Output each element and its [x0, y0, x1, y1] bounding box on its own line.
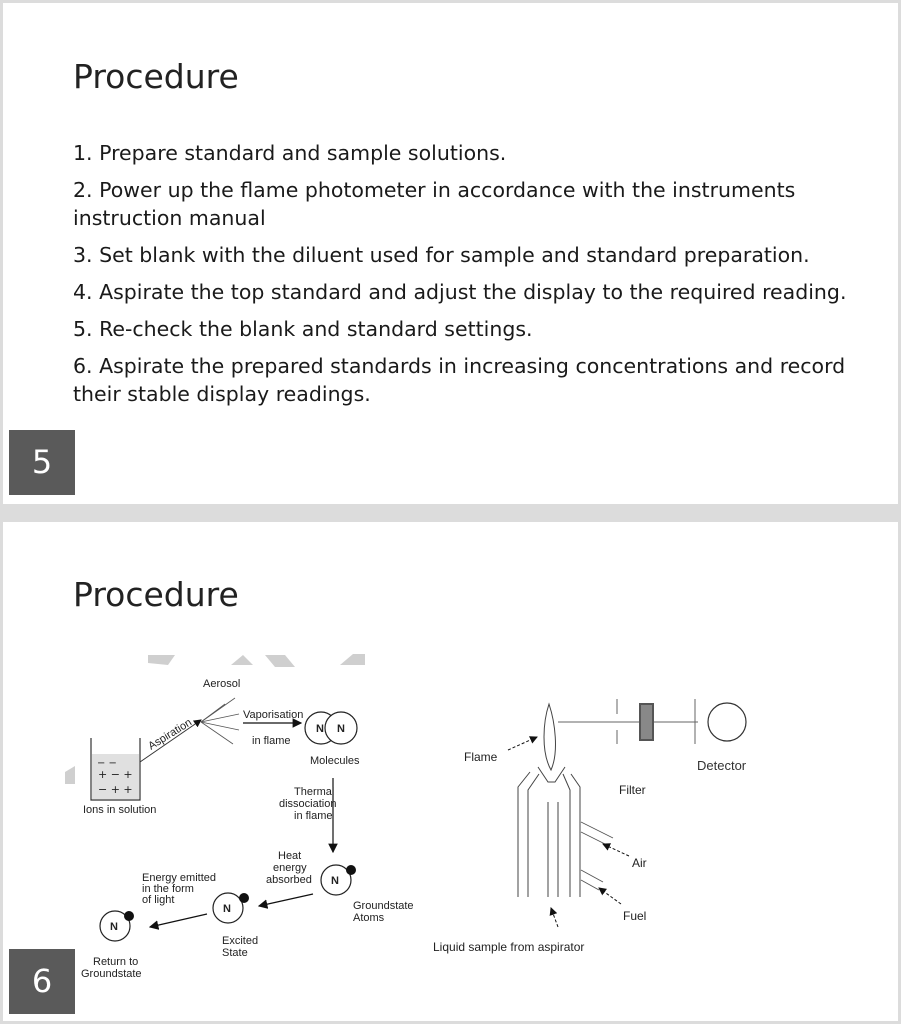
energy-emitted-line-1: Energy emitted — [142, 872, 216, 884]
decorative-shapes — [65, 654, 365, 784]
step-item: 6. Aspirate the prepared standards in in… — [73, 354, 846, 406]
step-item: 5. Re-check the blank and standard setti… — [73, 317, 533, 341]
svg-text:− + +: − + + — [98, 783, 133, 796]
return-atom-symbol: N — [110, 921, 118, 933]
aspiration-label: Aspiration — [146, 716, 194, 752]
step-item: 2. Power up the flame photometer in acco… — [73, 178, 796, 230]
slide-6: Procedure + − + − + + − − Ions in soluti… — [3, 522, 898, 1021]
excited-state-line-1: Excited — [222, 935, 258, 947]
aerosol-label: Aerosol — [203, 678, 240, 690]
fuel-label: Fuel — [623, 909, 646, 923]
svg-text:− −: − − — [97, 758, 117, 769]
energy-emitted-line-3: of light — [142, 894, 174, 906]
heat-energy-line-2: energy — [273, 862, 307, 874]
heat-energy-line-3: absorbed — [266, 874, 312, 886]
step-item: 4. Aspirate the top standard and adjust … — [73, 280, 847, 304]
detector-icon — [707, 702, 747, 742]
flame-label: Flame — [464, 750, 498, 764]
excited-atom-icon: N — [212, 892, 249, 924]
excited-state-line-2: State — [222, 947, 248, 959]
step-item: 3. Set blank with the diluent used for s… — [73, 243, 810, 267]
air-fuel-inlets — [580, 821, 614, 891]
groundstate-atom-symbol: N — [331, 875, 339, 887]
excited-atom-symbol: N — [223, 903, 231, 915]
burner-icon — [517, 766, 581, 897]
heat-energy-line-1: Heat — [278, 850, 301, 862]
groundstate-atoms-line-2: Atoms — [353, 912, 385, 924]
molecule-atom-1: N — [316, 723, 324, 735]
molecule-atom-2: N — [337, 723, 345, 735]
procedure-steps: 1. Prepare standard and sample solutions… — [73, 139, 873, 417]
thermal-dissociation-line-3: in flame — [294, 810, 333, 822]
slide-5: Procedure 1. Prepare standard and sample… — [3, 3, 898, 504]
return-to-groundstate-line-1: Return to — [93, 956, 138, 968]
return-to-groundstate-line-2: Groundstate — [81, 968, 142, 980]
slide-number-badge[interactable]: 5 — [9, 430, 75, 495]
molecules-label: Molecules — [310, 755, 360, 767]
groundstate-atom-icon: N — [320, 864, 356, 896]
in-flame-label: in flame — [252, 735, 291, 747]
molecule-icon: N N — [304, 711, 358, 745]
slide-number-badge[interactable]: 6 — [9, 949, 75, 1014]
flame-photometry-diagram: + − + − + + − − Ions in solution Aspirat… — [65, 654, 747, 980]
return-atom-icon: N — [99, 910, 134, 942]
liquid-sample-label: Liquid sample from aspirator — [433, 940, 584, 954]
step-item: 1. Prepare standard and sample solutions… — [73, 141, 507, 165]
air-label: Air — [632, 856, 647, 870]
slide-title: Procedure — [73, 57, 239, 96]
beaker-icon: + − + − + + − − — [90, 738, 141, 801]
filter-icon — [639, 703, 654, 741]
detector-label: Detector — [697, 758, 747, 773]
aerosol-spray-icon — [200, 697, 240, 745]
groundstate-atoms-line-1: Groundstate — [353, 900, 414, 912]
filter-label: Filter — [619, 783, 646, 797]
svg-text:+ − +: + − + — [98, 768, 133, 781]
vaporisation-label: Vaporisation — [243, 709, 303, 721]
slide-title: Procedure — [73, 575, 239, 614]
energy-emitted-line-2: in the form — [142, 883, 194, 895]
thermal-dissociation-line-1: Thermal — [294, 786, 334, 798]
flame-icon — [543, 702, 556, 772]
thermal-dissociation-line-2: dissociation — [279, 798, 336, 810]
ions-in-solution-label: Ions in solution — [83, 804, 156, 816]
